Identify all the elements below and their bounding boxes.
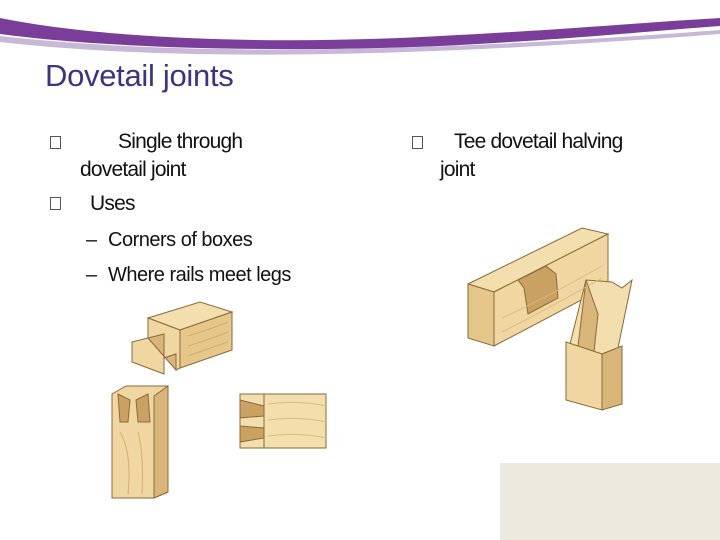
header-swoosh xyxy=(0,18,720,55)
corner-panel xyxy=(500,463,720,540)
bullet-square-icon xyxy=(50,197,61,210)
tee-dovetail-halving-illustration xyxy=(466,227,633,411)
dovetail-pin-piece-illustration xyxy=(111,385,169,499)
page-title: Dovetail joints xyxy=(45,58,234,93)
sub-item-rails: Where rails meet legs xyxy=(108,264,291,286)
dovetail-side-view-illustration xyxy=(239,393,327,449)
sub-item-corners: Corners of boxes xyxy=(108,229,253,251)
sub-item-marker: – xyxy=(86,229,97,251)
left-bullet-1-line-1: Single through xyxy=(118,130,243,153)
dovetail-tail-piece-illustration xyxy=(131,301,234,375)
left-bullet-2: Uses xyxy=(90,192,135,215)
sub-item-marker: – xyxy=(86,264,97,286)
right-bullet-1-line-2: joint xyxy=(440,158,475,181)
bullet-square-icon xyxy=(50,136,61,149)
bullet-square-icon xyxy=(412,136,423,149)
right-bullet-1-line-1: Tee dovetail halving xyxy=(454,130,623,153)
left-bullet-1-line-2: dovetail joint xyxy=(80,158,186,181)
